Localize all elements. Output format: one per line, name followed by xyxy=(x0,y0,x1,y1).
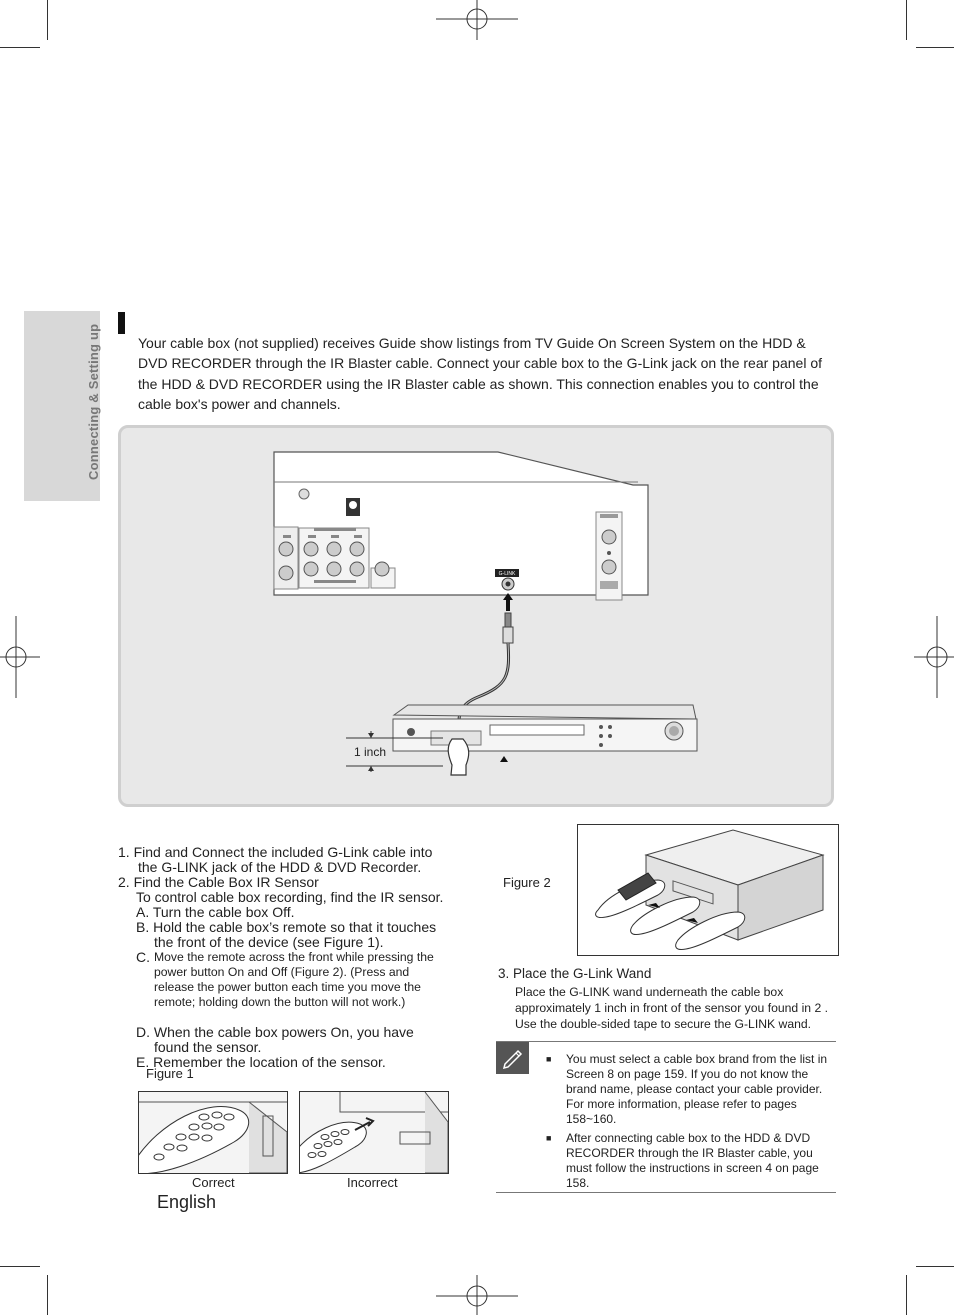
note-list: You must select a cable box brand from t… xyxy=(544,1052,829,1195)
registration-mark-top xyxy=(436,0,518,40)
instruction-steps: 1. Find and Connect the included G-Link … xyxy=(118,845,463,1070)
step-3-line1: Place the G-LINK wand underneath the cab… xyxy=(515,985,784,999)
step-1-line1: 1. Find and Connect the included G-Link … xyxy=(118,844,433,860)
fan-icon xyxy=(346,498,360,516)
note-box: You must select a cable box brand from t… xyxy=(496,1041,836,1193)
crop-mark xyxy=(906,1275,907,1315)
connection-diagram: G-LINK 1 inch xyxy=(273,451,698,776)
distance-label: 1 inch xyxy=(354,745,386,759)
crop-mark xyxy=(0,47,40,48)
section-tab-label: Connecting & Setting up xyxy=(86,323,101,480)
figure-2-caption: Figure 2 xyxy=(503,875,551,890)
crop-mark xyxy=(0,1266,40,1267)
figure-1-correct-image xyxy=(138,1091,288,1174)
step-2c-line1: Move the remote across the front while p… xyxy=(154,950,434,964)
registration-mark-left xyxy=(0,616,40,698)
step-2b-line2: the front of the device (see Figure 1). xyxy=(154,934,384,950)
crop-mark xyxy=(916,1266,954,1267)
glink-label: G-LINK xyxy=(499,571,516,577)
step-2d-line2: found the sensor. xyxy=(154,1039,262,1055)
step-2d-line1: D. When the cable box powers On, you hav… xyxy=(136,1024,414,1040)
figure-1-correct-label: Correct xyxy=(192,1175,235,1190)
step-2a: A. Turn the cable box Off. xyxy=(136,904,295,920)
figure-2-image xyxy=(577,824,839,956)
step-3-line2: approximately 1 inch in front of the sen… xyxy=(515,1001,828,1015)
step-2-line1: 2. Find the Cable Box IR Sensor xyxy=(118,874,319,890)
crop-mark xyxy=(47,1275,48,1315)
step-2e: E. Remember the location of the sensor. xyxy=(136,1054,386,1070)
step-3-line3: Use the double-sided tape to secure the … xyxy=(515,1017,812,1031)
crop-mark xyxy=(916,47,954,48)
step-2c-line4: remote; holding down the button will not… xyxy=(154,995,406,1009)
step-2c-prefix: C. xyxy=(136,949,150,965)
footer-language: English xyxy=(157,1192,217,1212)
note-pencil-icon xyxy=(496,1042,529,1074)
step-2-line2: To control cable box recording, find the… xyxy=(136,889,444,905)
step-2c-line2: power button On and Off (Figure 2). (Pre… xyxy=(154,965,410,979)
figure-1-incorrect-label: Incorrect xyxy=(347,1175,398,1190)
crop-mark xyxy=(47,0,48,40)
step-1-line2: the G-LINK jack of the HDD & DVD Recorde… xyxy=(138,859,422,875)
crop-mark xyxy=(906,0,907,40)
registration-mark-right xyxy=(914,616,954,698)
note-item: After connecting cable box to the HDD & … xyxy=(544,1131,829,1191)
heading-marker xyxy=(118,312,125,334)
section-tab xyxy=(24,311,100,501)
intro-paragraph: Your cable box (not supplied) receives G… xyxy=(138,335,823,412)
step-2b-line1: B. Hold the cable box’s remote so that i… xyxy=(136,919,437,935)
figure-1-caption: Figure 1 xyxy=(146,1066,194,1081)
step-3: 3. Place the G-Link Wand Place the G-LIN… xyxy=(498,966,838,1032)
note-item: You must select a cable box brand from t… xyxy=(544,1052,829,1127)
registration-mark-bottom xyxy=(436,1275,518,1315)
step-2c-line3: release the power button each time you m… xyxy=(154,980,421,994)
step-3-title: 3. Place the G-Link Wand xyxy=(498,966,652,981)
figure-1-incorrect-image xyxy=(299,1091,449,1174)
